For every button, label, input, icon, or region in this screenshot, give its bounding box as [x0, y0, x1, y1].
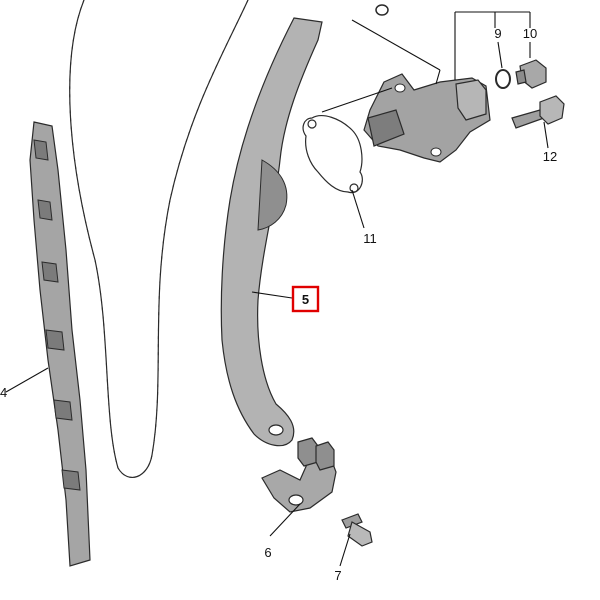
tensioner-guide-arm [220, 17, 323, 447]
callout-7: 7 [334, 568, 341, 583]
o-ring [495, 69, 511, 89]
cam-chain-tensioner [363, 73, 491, 163]
callout-10: 10 [523, 26, 537, 41]
cap-bolt [515, 59, 547, 89]
small-washer [375, 4, 389, 16]
timing-chain [69, 0, 249, 478]
leader-lines [5, 11, 549, 567]
chain-guide-left [29, 121, 91, 567]
callout-11: 11 [363, 231, 377, 246]
tensioner-gasket [302, 115, 363, 194]
callout-labels: 4 5 6 7 9 10 11 12 [0, 26, 557, 583]
callout-12: 12 [543, 149, 557, 164]
callout-5: 5 [302, 292, 309, 307]
callout-4: 4 [0, 385, 7, 400]
highlight-box-callout-5 [291, 285, 320, 313]
callout-9: 9 [494, 26, 501, 41]
bracket-plate [261, 437, 337, 513]
callout-6: 6 [264, 545, 271, 560]
pivot-bolt [341, 513, 373, 547]
mounting-bolt [511, 95, 565, 129]
